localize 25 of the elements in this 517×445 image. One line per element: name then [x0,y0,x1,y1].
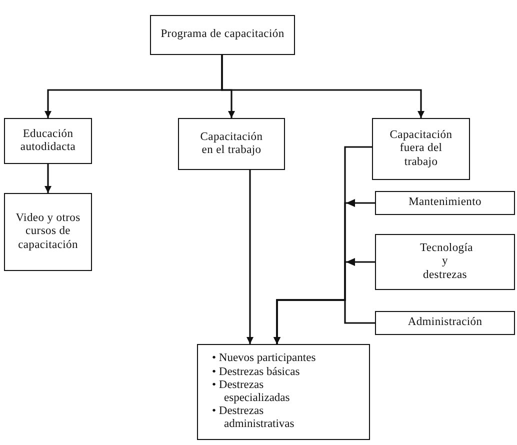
node-label: Capacitación en el trabajo [199,130,264,158]
process-box [178,118,285,170]
arrow [246,170,254,344]
process-box [375,191,515,215]
process-box [375,311,515,335]
arrow [44,164,52,193]
arrow [221,55,424,118]
node-label: Educación autodidacta [19,128,77,154]
node-label: Video y otros cursos de capacitación [14,212,82,252]
list-item: • Destrezas especializadas [212,378,291,406]
process-box [372,118,470,180]
list-item: • Destrezas básicas [212,366,301,379]
list-box [197,344,370,440]
list-item: • Nuevos participantes [212,352,317,366]
node-label: Capacitación fuera del trabajo [388,129,454,169]
process-box [4,193,92,271]
node-label: Mantenimiento [408,196,482,210]
arrow [274,299,375,344]
process-box [150,15,295,55]
list-item: • Destrezas administrativas [212,405,296,432]
process-box [4,118,92,164]
node-label: Administración [408,316,482,330]
process-box [375,234,515,290]
node-label: Programa de capacitación [160,28,284,42]
node-label: Tecnología y destrezas [420,242,470,282]
